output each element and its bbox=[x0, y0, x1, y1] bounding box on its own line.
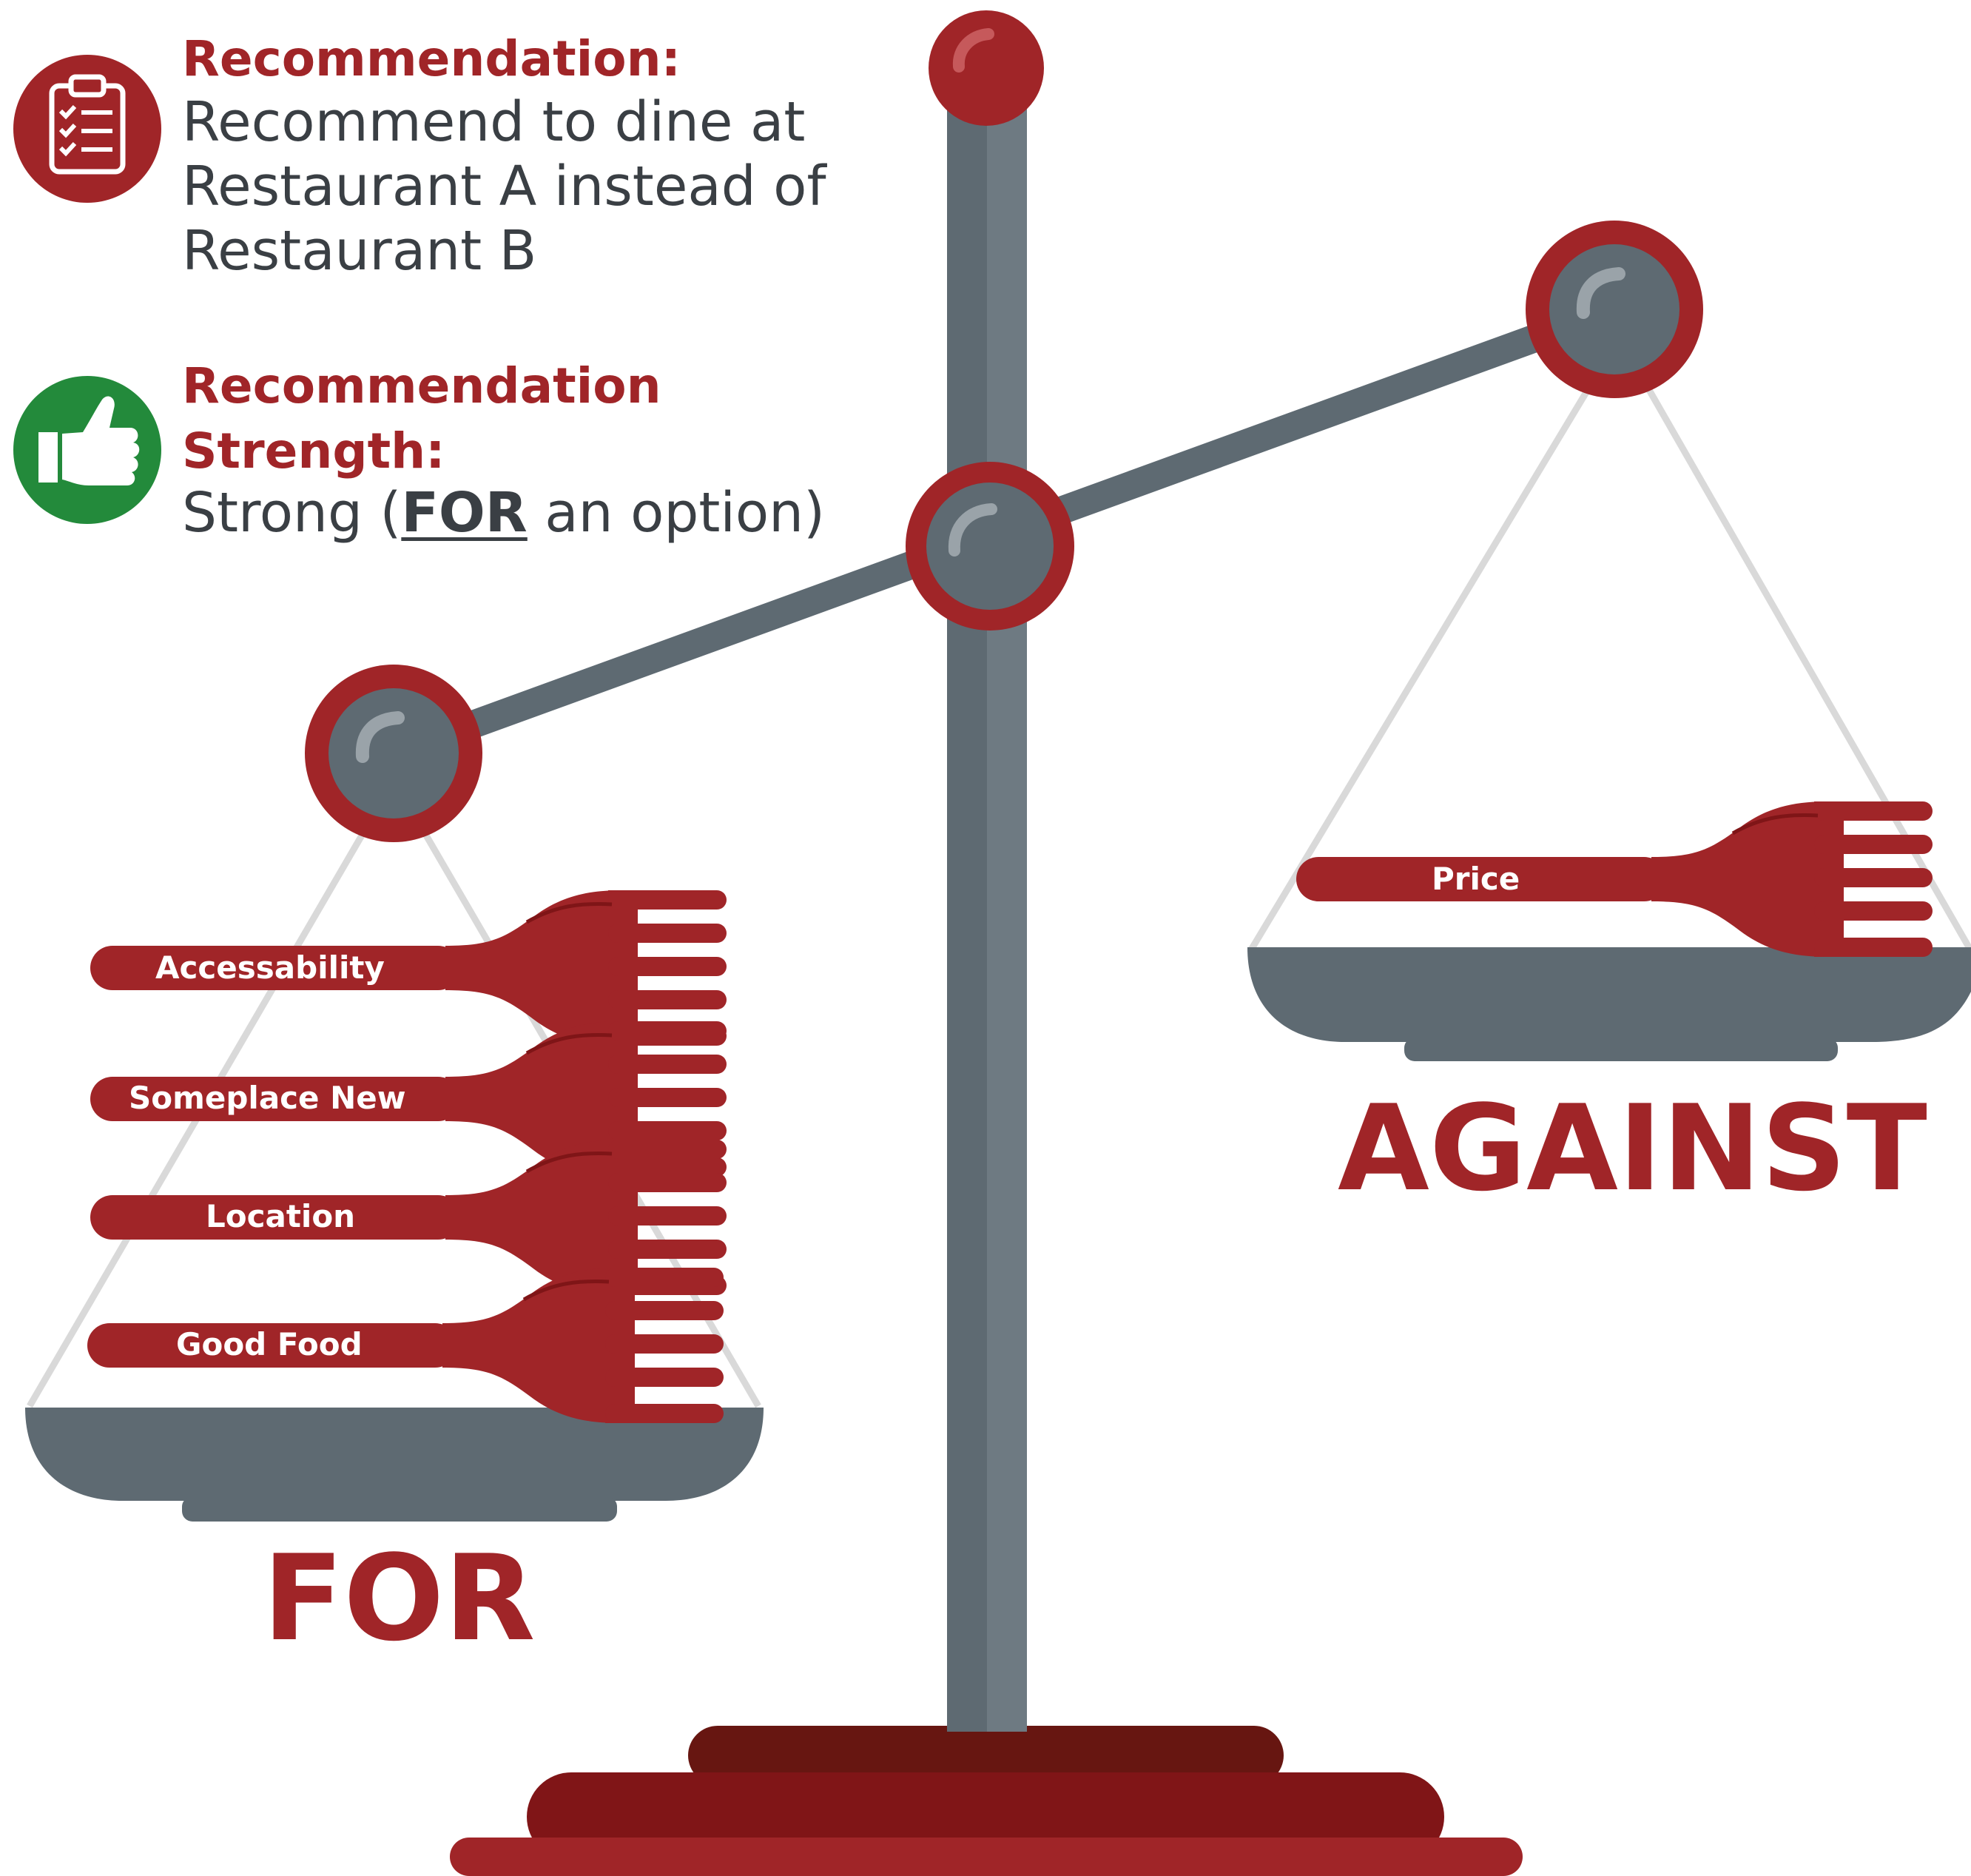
recommendation-line-2: Restaurant A instead of bbox=[182, 155, 826, 218]
right-pan-strings bbox=[1247, 383, 1971, 953]
fork-someplace-new: Someplace New bbox=[90, 1021, 727, 1177]
fork-label-someplace-new: Someplace New bbox=[129, 1080, 406, 1116]
fork-label-accessability: Accessability bbox=[155, 949, 385, 986]
fork-label-price: Price bbox=[1432, 861, 1520, 897]
fork-good-food: Good Food bbox=[87, 1268, 724, 1423]
fork-label-good-food: Good Food bbox=[176, 1326, 363, 1362]
center-pivot bbox=[906, 462, 1074, 631]
recommendation-heading: Recommendation: bbox=[182, 30, 681, 87]
fork-price: Price bbox=[1296, 801, 1933, 957]
strength-value: Strong (FOR an option) bbox=[182, 481, 825, 545]
recommendation-line-3: Restaurant B bbox=[182, 219, 537, 283]
strength-value-emphasis: FOR bbox=[401, 481, 528, 545]
right-pan bbox=[1247, 947, 1971, 1061]
strength-heading-line-2: Strength: bbox=[182, 423, 445, 480]
clipboard-checklist-icon bbox=[13, 55, 161, 203]
scale-base bbox=[450, 1726, 1523, 1876]
fork-location: Location bbox=[90, 1140, 727, 1295]
thumbs-up-icon bbox=[13, 376, 161, 524]
recommendation-line-1: Recommend to dine at bbox=[182, 90, 806, 154]
fork-label-location: Location bbox=[206, 1198, 355, 1234]
for-label: FOR bbox=[263, 1529, 536, 1667]
left-pivot bbox=[305, 665, 482, 842]
strength-heading-line-1: Recommendation bbox=[182, 357, 661, 414]
left-pan bbox=[25, 1408, 764, 1522]
right-pivot bbox=[1526, 221, 1703, 398]
top-knob bbox=[929, 10, 1044, 126]
fork-accessability: Accessability bbox=[90, 890, 727, 1046]
strength-value-suffix: an option) bbox=[527, 481, 825, 545]
strength-value-prefix: Strong ( bbox=[182, 481, 402, 545]
scale-pillar bbox=[947, 104, 1027, 1732]
against-label: AGAINST bbox=[1338, 1079, 1927, 1217]
